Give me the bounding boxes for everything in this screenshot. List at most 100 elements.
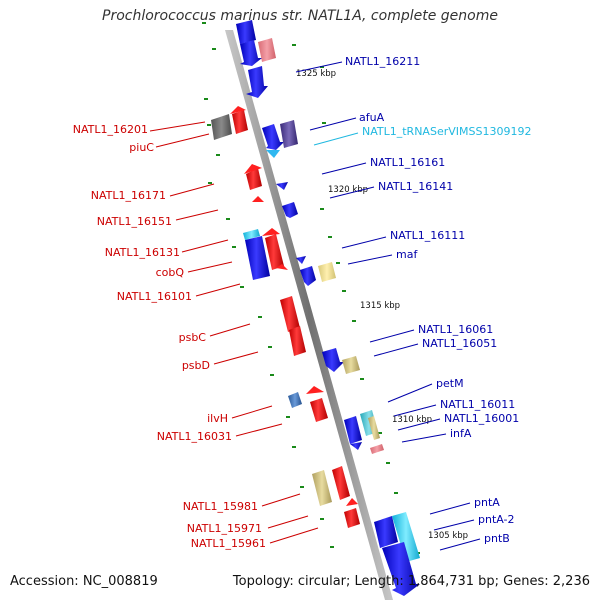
gene-pntB[interactable] <box>382 542 420 596</box>
leader-line <box>373 343 419 357</box>
gene-label[interactable]: pntA-2 <box>478 513 515 526</box>
gene-NATL1_16111[interactable] <box>296 256 306 264</box>
gene-label[interactable]: pntA <box>474 496 500 509</box>
gene-NATL1_16211-b[interactable] <box>246 66 268 98</box>
gene-tRNASer[interactable] <box>266 150 280 158</box>
gene-piuC[interactable] <box>232 110 248 134</box>
ruler-mark <box>328 236 332 238</box>
gene-pntA-2[interactable] <box>392 512 420 562</box>
ruler-mark <box>360 378 364 380</box>
gene-label[interactable]: NATL1_15981 <box>183 500 258 513</box>
gene-NATL1_16161[interactable] <box>276 182 288 190</box>
gene-NATL1_16031-head[interactable] <box>306 386 324 394</box>
gene-NATL1_16101[interactable] <box>276 264 288 270</box>
kbp-tick-label: 1305 kbp <box>428 531 468 541</box>
gene-label[interactable]: pntB <box>484 532 510 545</box>
gene-NATL1_15981[interactable] <box>312 470 332 506</box>
gene-label[interactable]: NATL1_16011 <box>440 398 515 411</box>
gene-NATL1_16031[interactable] <box>310 398 328 422</box>
gene-infA[interactable] <box>370 444 384 454</box>
gene-label[interactable]: NATL1_16061 <box>418 323 493 336</box>
gene-label[interactable]: NATL1_16101 <box>117 290 192 303</box>
gene-label[interactable]: NATL1_16161 <box>370 156 445 169</box>
leader-line <box>181 239 229 253</box>
gene-psbC[interactable] <box>280 296 300 332</box>
gene-NATL1_16151[interactable] <box>252 196 264 202</box>
leader-line <box>397 418 441 431</box>
gene-NATL1_16171[interactable] <box>246 168 262 190</box>
gene-label[interactable]: NATL1_15971 <box>187 522 262 535</box>
gene-label[interactable]: NATL1_16001 <box>444 412 519 425</box>
leader-line <box>341 236 387 249</box>
left-gene-labels: NATL1_16201 piuC NATL1_16171 NATL1_16151… <box>73 123 266 550</box>
ruler-mark <box>226 218 230 220</box>
gene-label[interactable]: infA <box>450 427 472 440</box>
gene-piuC-head[interactable] <box>230 106 246 114</box>
gene-label[interactable]: psbD <box>182 359 210 372</box>
gene-NATL1_16131[interactable] <box>245 236 270 280</box>
gene-afuA-b[interactable] <box>280 120 298 148</box>
leader-line <box>329 186 375 199</box>
kbp-tick-label: 1320 kbp <box>328 185 368 195</box>
leader-line <box>347 254 393 265</box>
gene-label[interactable]: ilvH <box>207 412 228 425</box>
gene-label[interactable]: NATL1_16031 <box>157 430 232 443</box>
gene-label[interactable]: NATL1_16111 <box>390 229 465 242</box>
gene-label[interactable]: NATL1_16131 <box>105 246 180 259</box>
ruler-mark <box>292 446 296 448</box>
gene-label[interactable]: cobQ <box>156 266 185 279</box>
gene-label[interactable]: NATL1_15961 <box>191 537 266 550</box>
gene-label[interactable]: NATL1_16051 <box>422 337 497 350</box>
ruler-mark <box>212 48 216 50</box>
gene-label[interactable]: maf <box>396 248 418 261</box>
ruler-mark <box>336 262 340 264</box>
gene-ilvH[interactable] <box>288 392 302 408</box>
ruler-mark <box>268 346 272 348</box>
gene-label[interactable]: afuA <box>359 111 385 124</box>
gene-NATL1_15981-b[interactable] <box>332 466 350 500</box>
gene-NATL1_16201[interactable] <box>211 114 232 140</box>
gene-NATL1_16051[interactable] <box>342 356 360 374</box>
gene-top-blue[interactable] <box>236 20 256 44</box>
genome-backbone <box>225 30 393 600</box>
leader-line <box>149 121 206 132</box>
gene-cobQ-head[interactable] <box>262 228 280 236</box>
ruler-mark <box>352 320 356 322</box>
gene-afuA[interactable] <box>262 124 284 150</box>
gene-label[interactable]: NATL1_tRNASerVIMSS1309192 <box>362 125 531 138</box>
leader-line <box>209 323 251 337</box>
gene-label[interactable]: piuC <box>129 141 154 154</box>
gene-maf-b[interactable] <box>318 262 336 282</box>
gene-NATL1_15961[interactable] <box>346 498 358 506</box>
genome-summary: Topology: circular; Length: 1,864,731 bp… <box>232 574 590 589</box>
gene-cobQ[interactable] <box>265 234 284 270</box>
gene-pntA[interactable] <box>374 516 398 548</box>
gene-label[interactable]: NATL1_16141 <box>378 180 453 193</box>
gene-NATL1_16011-b[interactable] <box>368 416 380 440</box>
ruler-mark <box>258 316 262 318</box>
leader-line <box>313 132 359 146</box>
ruler-mark <box>342 290 346 292</box>
leader-line <box>269 527 319 544</box>
gene-NATL1_15971[interactable] <box>344 508 360 528</box>
gene-top-pink[interactable] <box>258 38 276 62</box>
gene-NATL1_16211[interactable] <box>240 40 262 66</box>
gene-NATL1_16061[interactable] <box>322 348 344 372</box>
gene-label[interactable]: NATL1_16211 <box>345 55 420 68</box>
gene-label[interactable]: NATL1_16201 <box>73 123 148 136</box>
gene-NATL1_16001[interactable] <box>350 442 362 450</box>
kbp-tick-label: 1325 kbp <box>296 69 336 79</box>
gene-NATL1_16171-head[interactable] <box>244 164 262 174</box>
gene-label[interactable]: psbC <box>179 331 207 344</box>
gene-maf[interactable] <box>300 266 316 286</box>
gene-label[interactable]: NATL1_16171 <box>91 189 166 202</box>
forward-strand-genes <box>236 20 420 596</box>
gene-NATL1_16131-tip[interactable] <box>243 229 260 240</box>
leader-line <box>309 117 357 131</box>
gene-petM[interactable] <box>344 416 362 444</box>
gene-NATL1_16141[interactable] <box>282 202 298 218</box>
gene-psbD[interactable] <box>289 326 306 356</box>
gene-label[interactable]: NATL1_16151 <box>97 215 172 228</box>
gene-label[interactable]: petM <box>436 377 464 390</box>
